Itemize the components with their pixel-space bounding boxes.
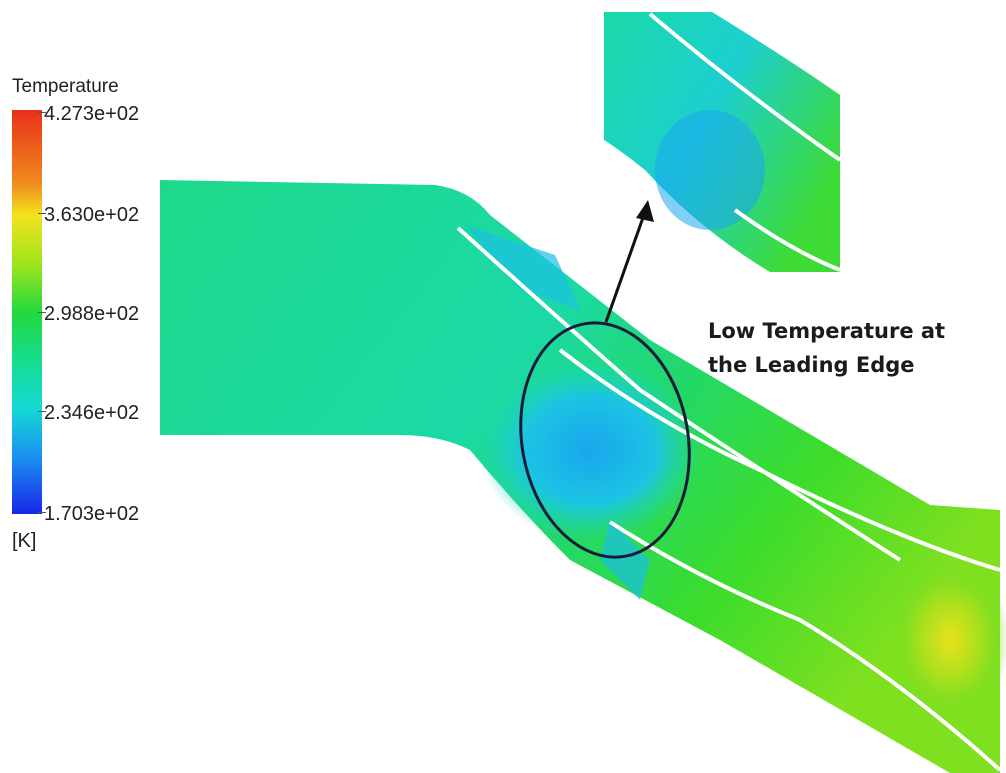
legend-unit: [K] — [12, 530, 37, 552]
tick-mark — [38, 312, 46, 313]
tick-mark — [38, 112, 46, 113]
annotation-line-2: the Leading Edge — [708, 353, 915, 377]
blade — [456, 226, 902, 562]
legend-title: Temperature — [12, 76, 119, 97]
cold-wedge-lower — [600, 520, 650, 600]
arrow-head — [636, 200, 654, 222]
tick-label-2: 3.630e+02 — [44, 204, 140, 226]
tick-label-max: 4.273e+02 — [44, 103, 140, 125]
annotation-text: Low Temperature at the Leading Edge — [708, 314, 945, 382]
annotation-line-1: Low Temperature at — [708, 319, 946, 343]
tick-mark — [38, 411, 46, 412]
inset-cold-region — [655, 110, 765, 230]
callout-arrow — [604, 211, 647, 323]
highlight-ellipse — [519, 321, 691, 559]
cold-wedge — [465, 225, 580, 310]
tick-mark — [38, 512, 46, 513]
blade — [608, 520, 1002, 772]
inset-blade — [648, 12, 842, 162]
blade — [558, 348, 1001, 572]
tick-label-3: 2.988e+02 — [44, 303, 140, 325]
tick-mark — [38, 213, 46, 214]
inset-blade — [733, 208, 841, 272]
cold-region — [480, 360, 700, 540]
temperature-colorbar — [12, 110, 42, 514]
tick-label-4: 2.346e+02 — [44, 402, 140, 424]
hot-region — [890, 560, 1006, 720]
tick-label-min: 1.703e+02 — [44, 503, 140, 525]
